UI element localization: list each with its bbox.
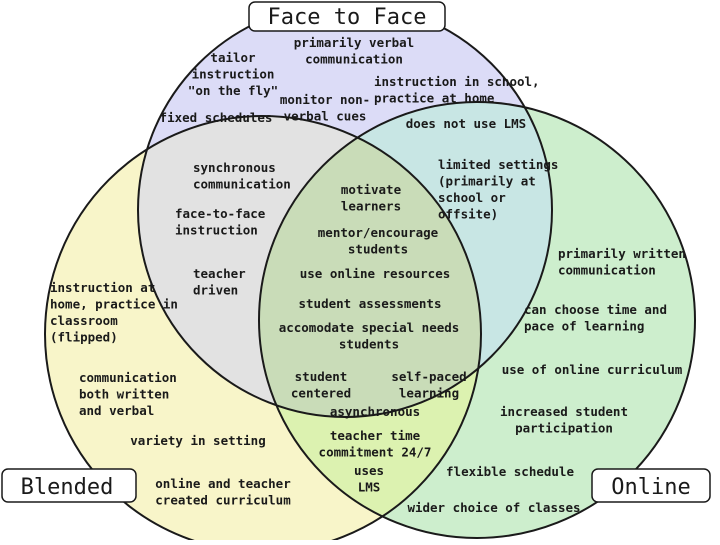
label-instruction-at-home-line: (flipped) [50,330,118,345]
label-instruction-at-home-line: instruction at [50,280,155,295]
label-special-needs-line: students [339,337,399,352]
label-online-resources-line: use online resources [300,266,451,281]
label-variety-in-setting: variety in setting [130,433,265,448]
label-special-needs: accomodate special needs students [279,320,460,352]
online-title: Online [611,475,690,500]
label-flexible-schedule: flexible schedule [446,464,574,479]
label-primarily-verbal: primarily verbal communication [294,35,414,67]
label-student-assessments: student assessments [299,296,442,311]
label-teacher-time-line: commitment 24/7 [319,445,432,460]
label-choose-time-line: pace of learning [524,319,644,334]
label-teacher-driven-line: teacher [193,266,246,281]
label-online-teacher-curriculum-line: online and teacher [155,476,291,491]
label-increased-participation: increased student participation [500,404,628,436]
label-limited-settings-line: offsite) [438,207,498,222]
label-online-resources: use online resources [300,266,451,281]
label-self-paced-line: learning [399,386,459,401]
center-overlap [259,116,481,417]
label-special-needs-line: accomodate special needs [279,320,460,335]
label-instruction-in-school-line: instruction in school, [374,74,540,89]
label-instruction-at-home-line: home, practice in [50,297,178,312]
label-motivate-learners-line: learners [341,199,401,214]
label-primarily-written-line: primarily written [558,246,686,261]
label-asynchronous-line: asynchronous [330,404,420,419]
label-choose-time: can choose time and pace of learning [524,302,667,334]
label-self-paced-line: self-paced [391,369,466,384]
label-monitor-nonverbal-line: monitor non- [280,92,370,107]
label-fixed-schedules: fixed schedules [160,110,273,125]
label-fixed-schedules-line: fixed schedules [160,110,273,125]
online-circle-outline [258,101,696,539]
label-no-lms-line: does not use LMS [406,116,526,131]
label-synchronous-line: synchronous [193,160,276,175]
label-teacher-driven: teacher driven [193,266,246,298]
face-to-face-title-box [248,1,446,32]
label-wider-choice-line: wider choice of classes [407,500,580,515]
label-online-teacher-curriculum-line: created curriculum [155,493,291,508]
label-increased-participation-line: participation [515,421,613,436]
label-face-to-face-instruction-line: face-to-face [175,206,266,221]
label-uses-lms-line: LMS [358,480,381,495]
label-instruction-in-school-line: practice at home [374,91,495,106]
label-instruction-at-home-line: classroom [50,313,118,328]
label-primarily-verbal-line: communication [305,52,403,67]
label-primarily-written: primarily written communication [558,246,686,278]
label-uses-lms-line: uses [354,463,384,478]
label-motivate-learners-line: motivate [341,182,402,197]
label-mentor-encourage: mentor/encourage students [318,225,439,257]
label-communication-both-line: and verbal [79,403,154,418]
label-limited-settings-line: limited settings [438,157,558,172]
label-online-curriculum-line: use of online curriculum [502,362,683,377]
label-increased-participation-line: increased student [500,404,628,419]
label-synchronous-line: communication [193,177,291,192]
label-online-teacher-curriculum: online and teacher created curriculum [155,476,291,508]
label-communication-both-line: communication [79,370,177,385]
label-flexible-schedule-line: flexible schedule [446,464,574,479]
blended-title: Blended [21,475,114,500]
label-student-centered: student centered [291,369,351,401]
label-wider-choice: wider choice of classes [407,500,580,515]
label-synchronous: synchronous communication [193,160,291,192]
label-tailor-instruction-line: instruction [192,67,275,82]
label-teacher-driven-line: driven [193,283,238,298]
blended-title-box [1,468,137,503]
label-face-to-face-instruction-line: instruction [175,223,258,238]
label-self-paced: self-paced learning [391,369,466,401]
label-monitor-nonverbal-line: verbal cues [284,109,367,124]
label-tailor-instruction: tailor instruction"on the fly" [188,50,278,98]
label-face-to-face-instruction: face-to-face instruction [175,206,266,238]
label-limited-settings-line: (primarily at [438,174,536,189]
label-tailor-instruction-line: tailor [210,50,256,65]
label-mentor-encourage-line: mentor/encourage [318,225,439,240]
label-motivate-learners: motivate learners [341,182,402,214]
label-student-assessments-line: student assessments [299,296,442,311]
label-primarily-written-line: communication [558,263,656,278]
label-no-lms: does not use LMS [406,116,526,131]
label-teacher-time-line: teacher time [330,428,421,443]
label-student-centered-line: student [295,369,348,384]
label-tailor-instruction-line: "on the fly" [188,83,278,98]
label-asynchronous: asynchronous [330,404,420,419]
label-communication-both-line: both written [79,387,169,402]
label-choose-time-line: can choose time and [524,302,667,317]
face-to-face-title: Face to Face [268,5,427,30]
label-instruction-in-school: instruction in school, practice at home [374,74,540,106]
label-variety-in-setting-line: variety in setting [130,433,265,448]
label-student-centered-line: centered [291,386,351,401]
label-teacher-time: teacher time commitment 24/7 [319,428,432,460]
blended-circle-outline [44,115,482,545]
label-monitor-nonverbal: monitor non-verbal cues [280,92,370,124]
label-online-curriculum: use of online curriculum [502,362,683,377]
label-limited-settings-line: school or [438,190,506,205]
online-title-box [591,468,711,503]
label-primarily-verbal-line: primarily verbal [294,35,414,50]
label-mentor-encourage-line: students [348,242,408,257]
